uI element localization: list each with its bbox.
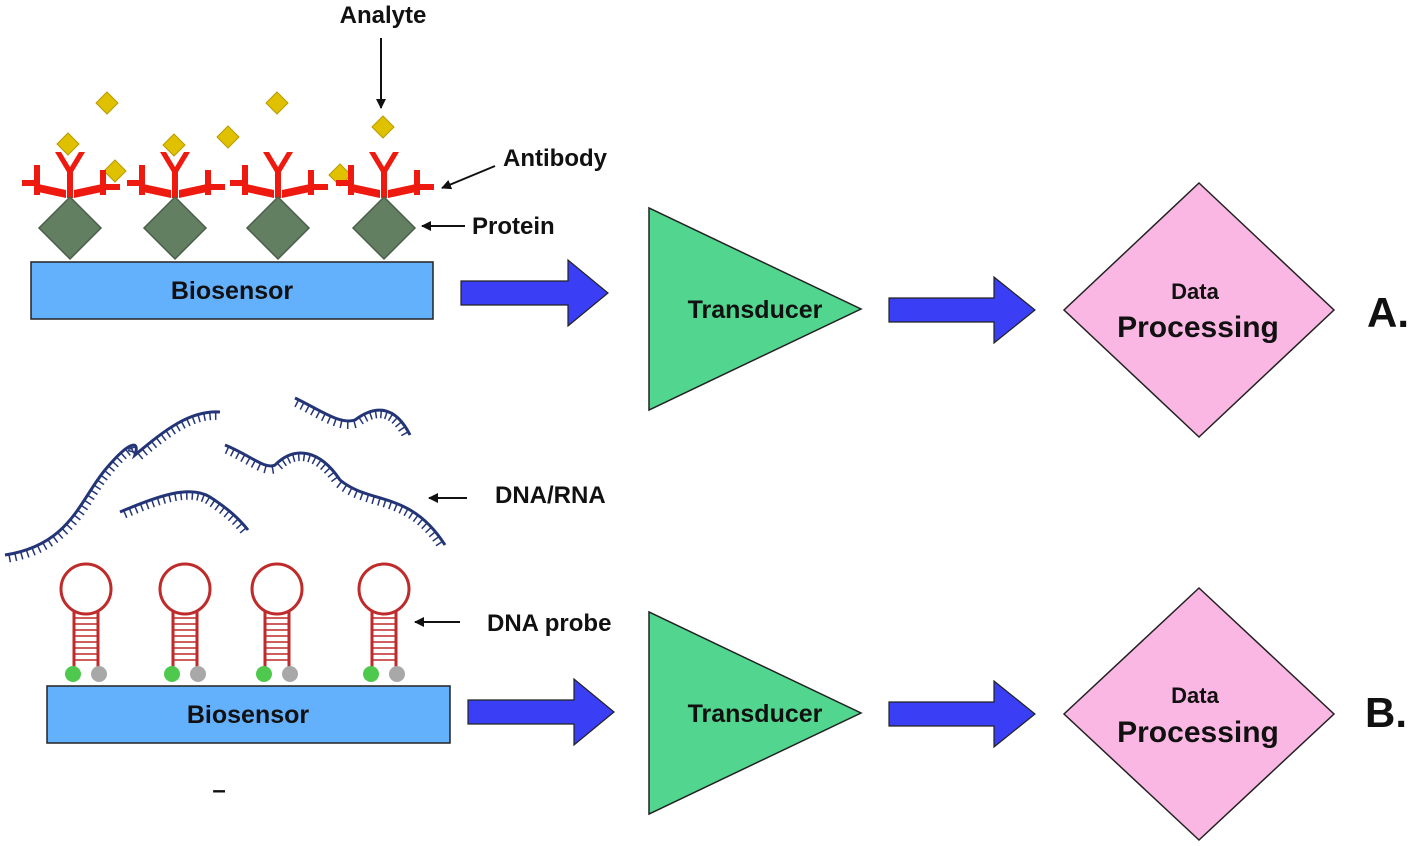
- dna-probe-icon: [250, 562, 304, 682]
- panel-letter-a: A.: [1367, 289, 1409, 336]
- transducer-triangle-a: [648, 206, 863, 412]
- analyte-icon: [371, 115, 395, 139]
- data-label-b: Data: [1171, 683, 1219, 708]
- analyte-icon: [56, 132, 80, 156]
- dna-rna-strands: [4, 396, 447, 563]
- probe-anchor-dot: [164, 666, 180, 682]
- flow-arrow-b2: [888, 679, 1036, 749]
- antibody-icon: [230, 152, 328, 198]
- dna-strand-icon: [119, 490, 250, 534]
- processing-label-a: Processing: [1117, 311, 1279, 344]
- analyte-icon: [162, 133, 186, 157]
- probe-quencher-dot: [389, 666, 405, 682]
- dna-probe-icon: [357, 562, 411, 682]
- data-processing-diamond-b: [1062, 586, 1336, 842]
- biosensor-slab-b: [46, 685, 451, 744]
- dna-probe-label: DNA probe: [487, 610, 611, 637]
- protein-icon: [37, 195, 103, 261]
- processing-label-b: Processing: [1117, 716, 1279, 749]
- probe-anchor-dot: [363, 666, 379, 682]
- stray-dash: –: [212, 777, 225, 804]
- transducer-triangle-b: [648, 610, 863, 816]
- protein-icon: [245, 195, 311, 261]
- protein-layer: [37, 195, 417, 261]
- dna-rna-label: DNA/RNA: [495, 482, 606, 509]
- analyte-particles: [56, 91, 395, 187]
- transducer-label-a: Transducer: [688, 296, 823, 324]
- analyte-icon: [103, 159, 127, 183]
- probe-quencher-dot: [190, 666, 206, 682]
- antibody-icon: [336, 152, 434, 198]
- dna-probe-icon: [59, 562, 113, 682]
- biosensor-label-a: Biosensor: [171, 277, 294, 305]
- dna-strand-icon: [4, 410, 221, 563]
- probe-quencher-dot: [91, 666, 107, 682]
- data-processing-diamond-a: [1062, 181, 1336, 439]
- analyte-icon: [95, 91, 119, 115]
- data-label-a: Data: [1171, 279, 1219, 304]
- analyte-icon: [216, 125, 240, 149]
- biosensor-label-b: Biosensor: [187, 701, 310, 729]
- protein-icon: [142, 195, 208, 261]
- transducer-label-b: Transducer: [688, 700, 823, 728]
- probe-anchor-dot: [256, 666, 272, 682]
- flow-arrow-b1: [467, 677, 615, 747]
- flow-arrow-a2: [888, 275, 1036, 345]
- dna-probe-icon: [158, 562, 212, 682]
- analyte-icon: [265, 91, 289, 115]
- dna-probe-layer: [59, 562, 411, 682]
- protein-label: Protein: [472, 213, 555, 240]
- antibody-icon: [127, 152, 225, 198]
- dna-strand-icon: [294, 396, 412, 437]
- antibody-layer: [22, 152, 434, 198]
- dna-strand-icon: [224, 443, 447, 547]
- antibody-icon: [22, 152, 120, 198]
- probe-anchor-dot: [65, 666, 81, 682]
- panel-b: DNA/RNA DNA probe Biosensor – Transducer…: [4, 396, 1407, 842]
- antibody-pointer-arrow: [441, 165, 496, 190]
- flow-arrow-a1: [460, 258, 609, 328]
- probe-quencher-dot: [282, 666, 298, 682]
- biosensor-slab-a: [30, 261, 434, 320]
- analyte-label: Analyte: [340, 2, 427, 29]
- antibody-label: Antibody: [503, 145, 608, 172]
- panel-a: Analyte Antibody Protein Biosensor Trans…: [22, 2, 1409, 439]
- panel-letter-b: B.: [1365, 689, 1407, 736]
- protein-icon: [351, 195, 417, 261]
